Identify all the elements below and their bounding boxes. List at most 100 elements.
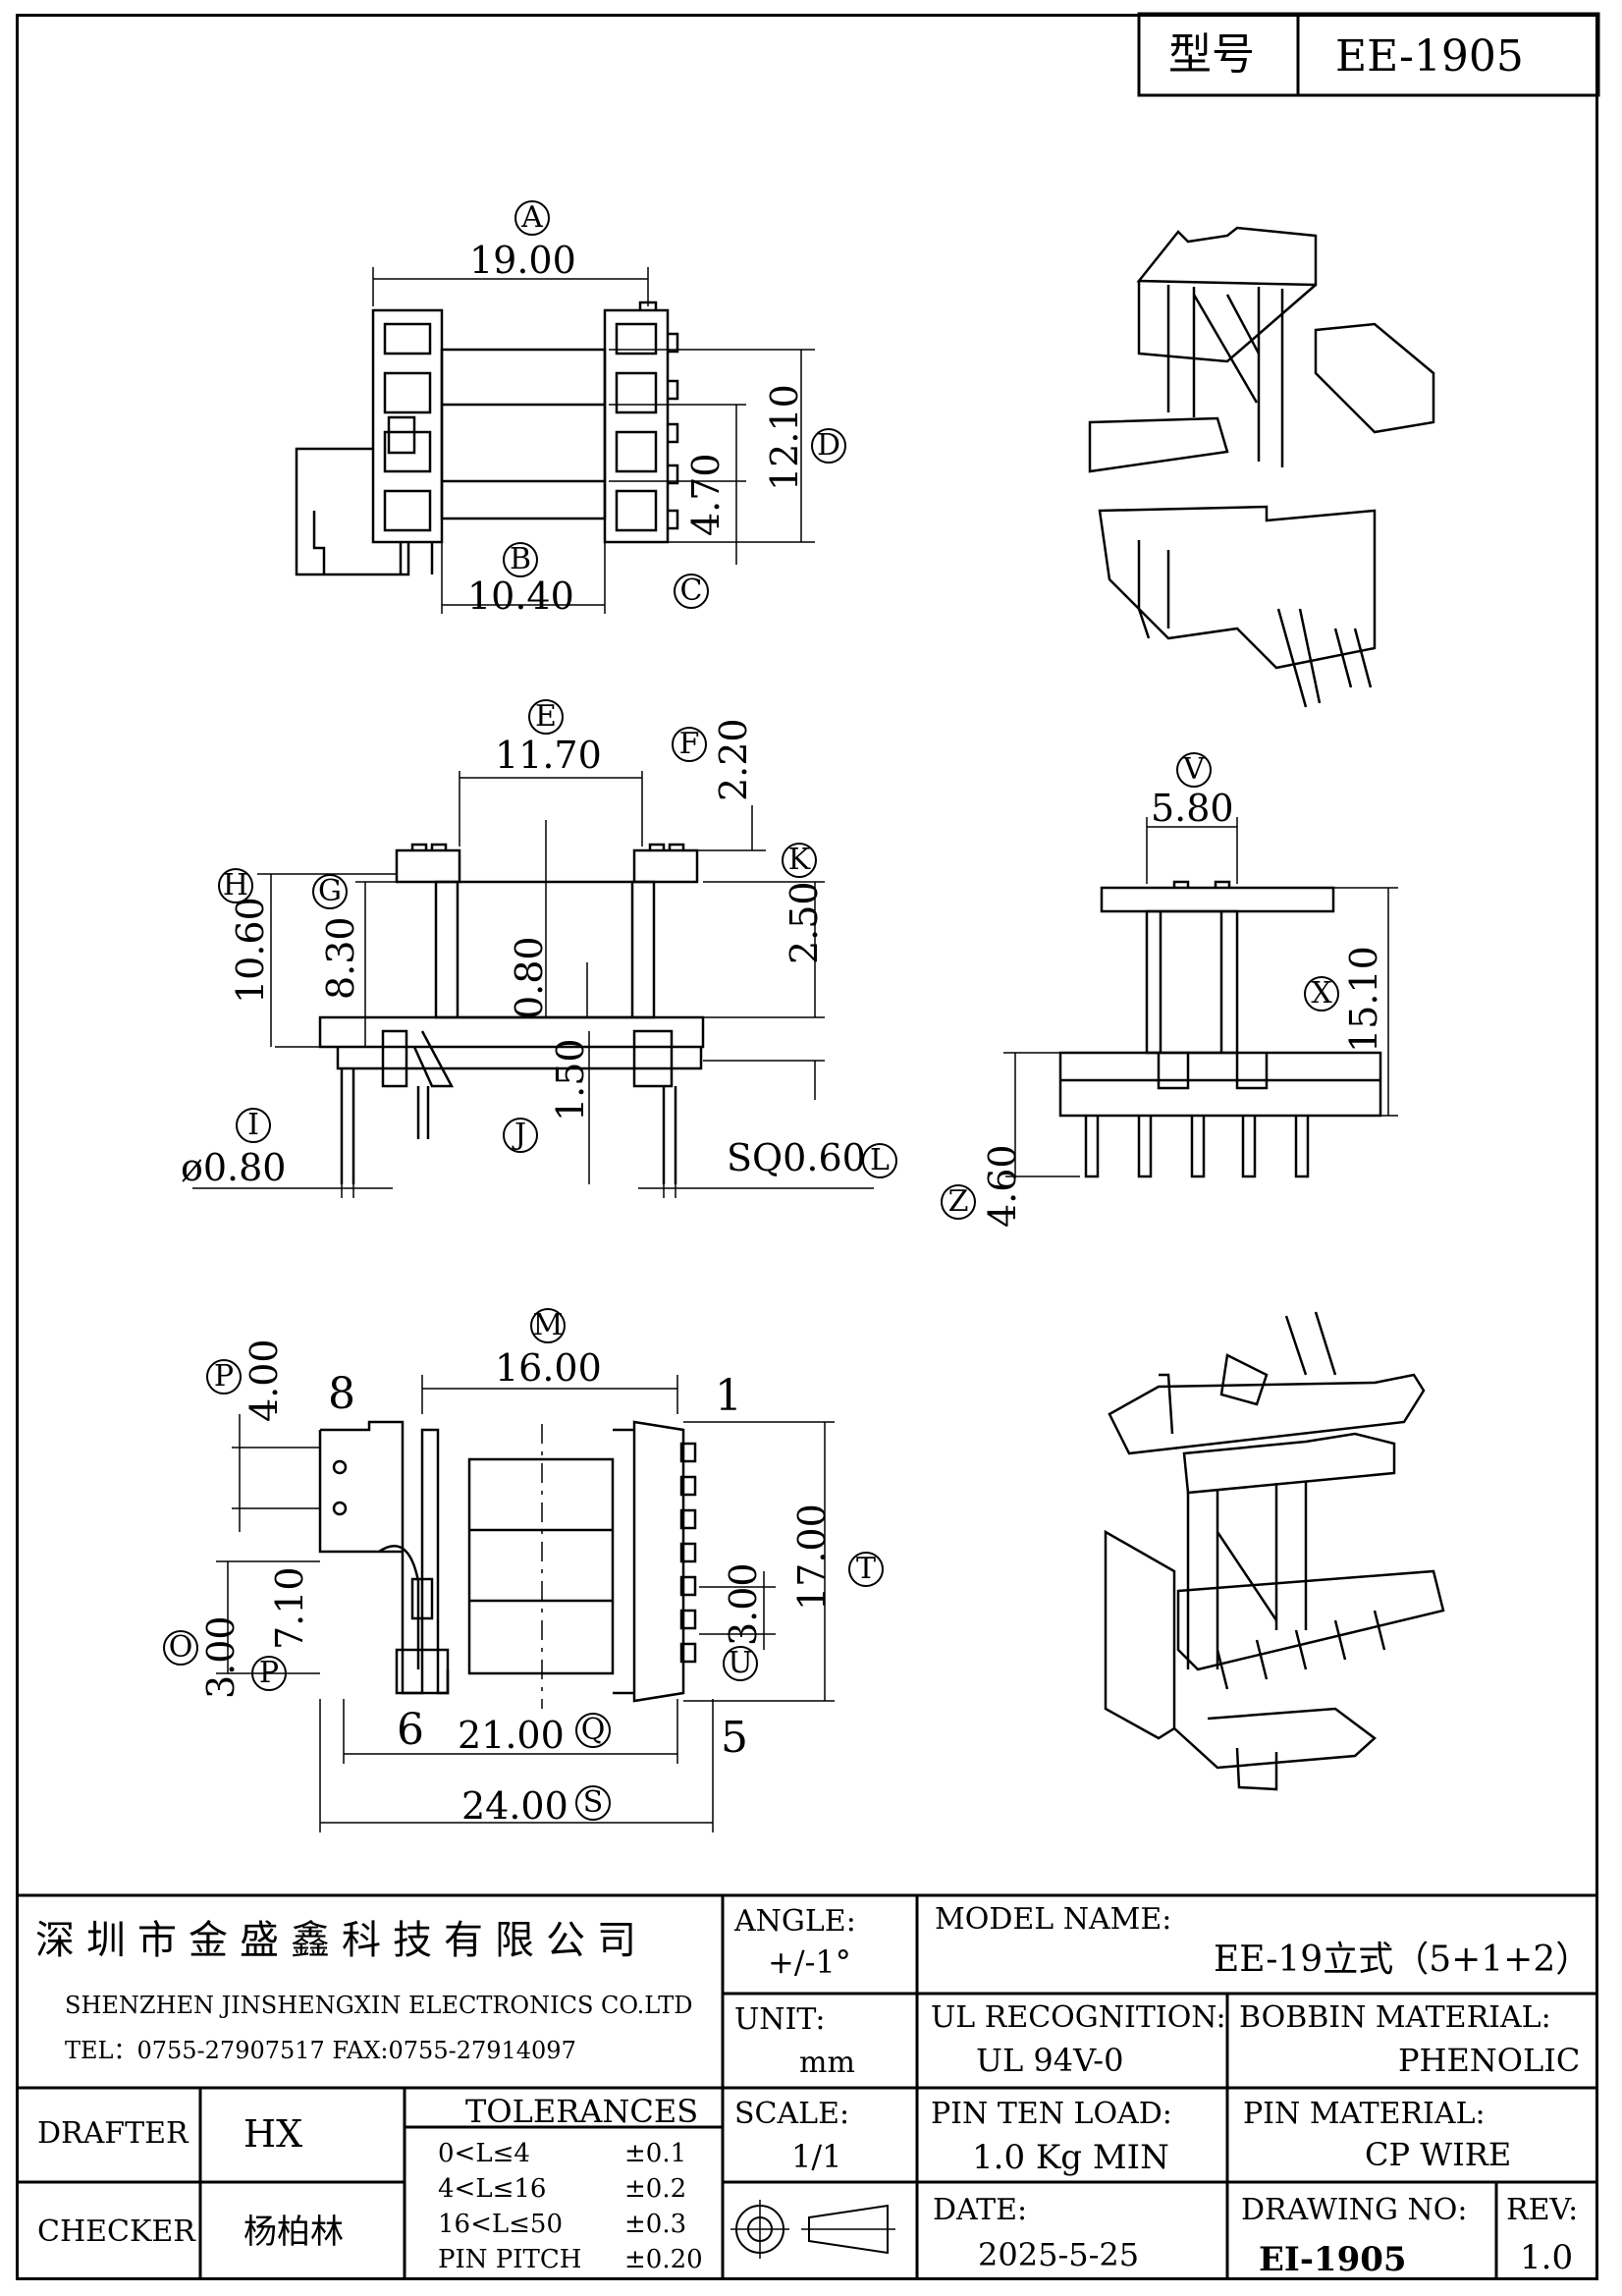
- circle-label-s: S: [575, 1785, 611, 1821]
- dim-x: 15.10: [1342, 946, 1385, 1053]
- dim-q: 21.00: [458, 1714, 565, 1757]
- circle-label-t: T: [848, 1552, 884, 1587]
- tolerance-value-3: ±0.3: [624, 2210, 687, 2239]
- angle-value: +/-1°: [768, 1943, 851, 1981]
- unit-value: mm: [799, 2046, 855, 2080]
- checker-label: CHECKER: [37, 2214, 195, 2249]
- bobbin-material-label: BOBBIN MATERIAL:: [1239, 2000, 1551, 2035]
- tolerance-value-4: ±0.20: [624, 2245, 703, 2274]
- circle-label-k: K: [782, 843, 817, 878]
- circle-label-v: V: [1176, 752, 1212, 788]
- pin-number-8: 8: [328, 1369, 355, 1419]
- model-name-label: MODEL NAME:: [935, 1902, 1172, 1937]
- top-view: [295, 301, 679, 576]
- dim-b: 10.40: [467, 574, 574, 618]
- dim-z: 4.60: [981, 1144, 1024, 1228]
- dim-m: 16.00: [495, 1346, 602, 1390]
- tolerance-value-2: ±0.2: [624, 2174, 687, 2204]
- date-label: DATE:: [933, 2193, 1028, 2227]
- dim-k: 2.50: [783, 881, 826, 964]
- company-name-en: SHENZHEN JINSHENGXIN ELECTRONICS CO.LTD: [65, 1992, 693, 2019]
- dim-v: 5.80: [1151, 787, 1234, 830]
- dim-center: 0.80: [508, 936, 551, 1019]
- circle-label-p2: P: [251, 1656, 287, 1691]
- dim-s: 24.00: [461, 1784, 568, 1828]
- side-view-dims: [1003, 817, 1398, 1178]
- bobbin-material-value: PHENOLIC: [1398, 2042, 1581, 2079]
- dim-j: 1.50: [549, 1038, 592, 1121]
- scale-value: 1/1: [791, 2138, 842, 2175]
- circle-label-h: H: [218, 868, 253, 903]
- circle-label-z: Z: [941, 1184, 976, 1220]
- dim-h: 10.60: [229, 897, 272, 1004]
- circle-label-q: Q: [575, 1713, 611, 1748]
- dim-d: 12.10: [763, 384, 806, 491]
- circle-label-j: J: [503, 1118, 538, 1153]
- circle-label-g: G: [312, 874, 348, 909]
- tolerance-range-4: PIN PITCH: [438, 2245, 582, 2274]
- side-view: [1058, 880, 1382, 1178]
- circle-label-l: L: [862, 1143, 897, 1178]
- circle-label-a: A: [514, 200, 550, 236]
- scale-label: SCALE:: [734, 2097, 850, 2131]
- circle-label-b: B: [503, 542, 538, 577]
- header-box: [1137, 12, 1600, 97]
- dim-f: 2.20: [712, 718, 755, 801]
- dim-o: 3.00: [199, 1615, 243, 1699]
- rev-value: 1.0: [1520, 2238, 1574, 2277]
- circle-label-d: D: [811, 428, 846, 464]
- pin-number-1: 1: [715, 1371, 742, 1421]
- company-contact: TEL：0755-27907517 FAX:0755-27914097: [65, 2037, 576, 2064]
- model-value: EE-1905: [1335, 31, 1524, 82]
- tolerance-value-1: ±0.1: [624, 2139, 687, 2168]
- circle-label-e: E: [528, 699, 564, 735]
- title-block-grid: [16, 1893, 1598, 2280]
- pin-ten-load-value: 1.0 Kg MIN: [972, 2138, 1169, 2177]
- dim-i: ø0.80: [181, 1146, 287, 1189]
- circle-label-m: M: [530, 1308, 566, 1343]
- rev-label: REV:: [1506, 2193, 1579, 2227]
- date-value: 2025-5-25: [978, 2236, 1140, 2273]
- isometric-view-bottom: [1104, 1311, 1445, 1791]
- circle-label-c: C: [674, 574, 709, 609]
- company-name-cn: 深圳市金盛鑫科技有限公司: [35, 1918, 648, 1963]
- drawing-no-label: DRAWING NO:: [1241, 2193, 1468, 2227]
- isometric-view-top: [1088, 226, 1435, 708]
- drafter-label: DRAFTER: [37, 2116, 189, 2151]
- pin-ten-load-label: PIN TEN LOAD:: [931, 2097, 1172, 2131]
- circle-label-u: U: [723, 1646, 758, 1681]
- drafter-value: HX: [243, 2112, 303, 2156]
- model-label: 型号: [1168, 29, 1255, 80]
- dim-t: 17.00: [790, 1503, 834, 1611]
- drawing-no-value: EI-1905: [1259, 2240, 1407, 2279]
- unit-label: UNIT:: [734, 2002, 826, 2037]
- dim-e: 11.70: [495, 734, 602, 777]
- tolerance-range-3: 16<L≤50: [438, 2210, 564, 2239]
- drawing-frame: [16, 14, 1598, 2280]
- pin-number-5: 5: [721, 1713, 748, 1763]
- dim-u: 3.00: [722, 1562, 765, 1646]
- circle-label-p: P: [206, 1359, 242, 1394]
- tolerance-range-1: 0<L≤4: [438, 2139, 530, 2168]
- circle-label-x: X: [1304, 976, 1339, 1011]
- tolerance-range-2: 4<L≤16: [438, 2174, 547, 2204]
- tolerances-label: TOLERANCES: [465, 2093, 699, 2130]
- circle-label-f: F: [672, 727, 707, 762]
- model-name-value: EE-19立式（5+1+2）: [1214, 1940, 1592, 1980]
- dim-l: SQ0.60: [727, 1136, 866, 1179]
- dim-c: 4.70: [684, 453, 728, 536]
- checker-value: 杨柏林: [243, 2213, 344, 2252]
- circle-label-i: I: [236, 1108, 271, 1143]
- dim-p: 4.00: [243, 1339, 286, 1422]
- bottom-view-dims: [216, 1375, 835, 1832]
- angle-label: ANGLE:: [734, 1904, 856, 1939]
- front-view-dims: [192, 771, 874, 1198]
- ul-value: UL 94V-0: [976, 2042, 1124, 2079]
- pin-material-value: CP WIRE: [1365, 2136, 1512, 2173]
- ul-label: UL RECOGNITION:: [931, 2000, 1226, 2035]
- pin-material-label: PIN MATERIAL:: [1243, 2097, 1486, 2131]
- pin-number-6: 6: [397, 1705, 424, 1755]
- top-view-dims: [372, 267, 815, 614]
- dim-a: 19.00: [469, 239, 576, 282]
